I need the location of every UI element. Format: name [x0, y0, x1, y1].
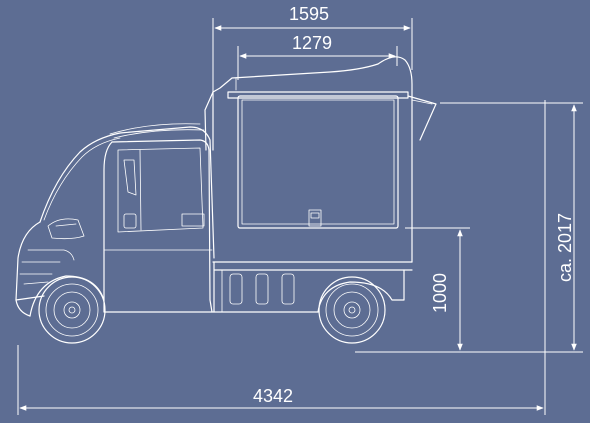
sales-box	[204, 56, 437, 263]
dimension-lines	[17, 18, 583, 415]
dimension-label-top-outer: 1595	[289, 4, 330, 24]
rear-wheel	[318, 276, 386, 344]
dimension-label-overall-length: 4342	[253, 386, 294, 406]
rear-frame	[213, 261, 413, 313]
vehicle-cab	[15, 123, 215, 317]
dimension-label-top-inner: 1279	[292, 33, 333, 53]
dimension-label-floor-height: 1000	[430, 272, 450, 313]
dimension-label-total-height: ca. 2017	[555, 212, 575, 282]
front-wheel	[38, 276, 106, 344]
